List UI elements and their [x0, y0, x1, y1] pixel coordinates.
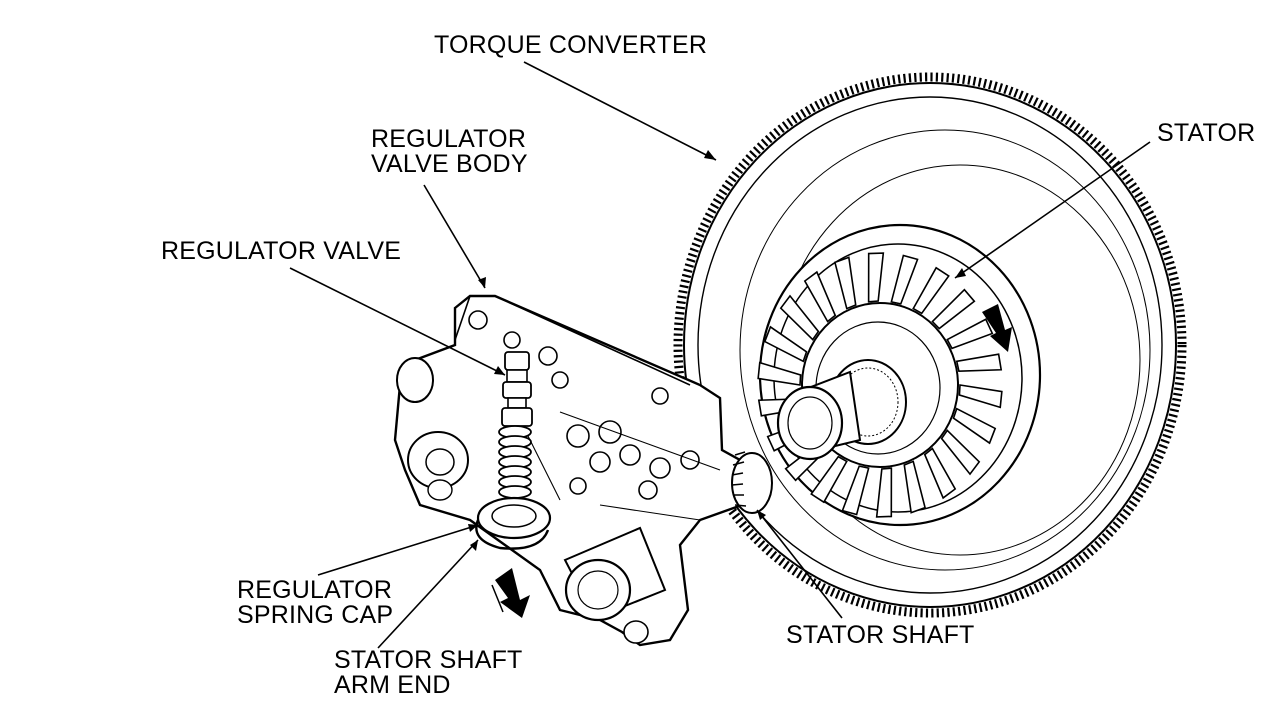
label-regulator-spring-cap: REGULATOR SPRING CAP	[237, 578, 393, 628]
stator-blade	[923, 447, 957, 500]
label-regulator-valve: REGULATOR VALVE	[161, 237, 402, 265]
stator-blade	[946, 318, 994, 350]
label-regulator-spring-cap-line2: SPRING CAP	[237, 601, 394, 629]
converter-hub	[776, 359, 907, 461]
stator-blade	[803, 270, 837, 323]
label-torque-converter: TORQUE CONVERTER	[434, 31, 708, 59]
label-stator: STATOR	[1157, 119, 1256, 147]
label-regulator-valve-body-line1: REGULATOR	[371, 125, 527, 153]
label-stator-shaft: STATOR SHAFT	[786, 621, 975, 649]
stator-rotation-arrow	[982, 304, 1012, 352]
stator-blade	[903, 460, 927, 514]
stator-blade	[757, 361, 802, 386]
stator-blade	[955, 353, 1003, 372]
stator	[757, 223, 1042, 527]
torque-converter	[673, 72, 1187, 618]
stator-blade	[912, 266, 950, 315]
leader-stator	[954, 141, 1151, 279]
stator-blade	[875, 467, 893, 518]
stator-blade	[890, 254, 919, 305]
regulator-valve	[501, 351, 533, 427]
stator-blade	[952, 407, 997, 445]
stator-blade	[867, 252, 885, 303]
leader-lines	[289, 61, 1151, 649]
leader-regulator-valve-body	[423, 184, 486, 289]
regulator-valve-body	[393, 294, 773, 647]
label-stator-shaft-arm-end-line1: STATOR SHAFT	[334, 646, 523, 674]
stator-blade	[833, 256, 857, 310]
label-stator-shaft-arm-end-line2: ARM END	[334, 671, 451, 699]
leader-torque-converter	[523, 61, 717, 161]
leader-regulator-valve	[289, 267, 506, 376]
stator-blade	[958, 384, 1003, 409]
stator-blade	[931, 288, 976, 330]
converter-shell	[697, 96, 1163, 594]
stator-blade	[810, 455, 848, 504]
label-stator-shaft-arm-end: STATOR SHAFT ARM END	[334, 648, 523, 698]
label-regulator-spring-cap-line1: REGULATOR	[237, 576, 393, 604]
stator-blade	[940, 429, 981, 476]
label-regulator-valve-body-line2: VALVE BODY	[371, 150, 528, 178]
regulator-spring-cap	[475, 496, 552, 550]
stator-shaft-gear	[731, 451, 773, 514]
stator-blade	[763, 325, 808, 363]
push-arrow	[495, 568, 530, 618]
leader-regulator-spring-cap	[317, 524, 479, 576]
leader-stator-shaft-arm-end	[377, 539, 479, 649]
regulator-spring	[498, 425, 532, 499]
stator-blade	[841, 465, 870, 516]
stator-blade	[779, 294, 820, 341]
label-regulator-valve-body: REGULATOR VALVE BODY	[371, 127, 528, 177]
leader-stator-shaft	[756, 509, 843, 619]
